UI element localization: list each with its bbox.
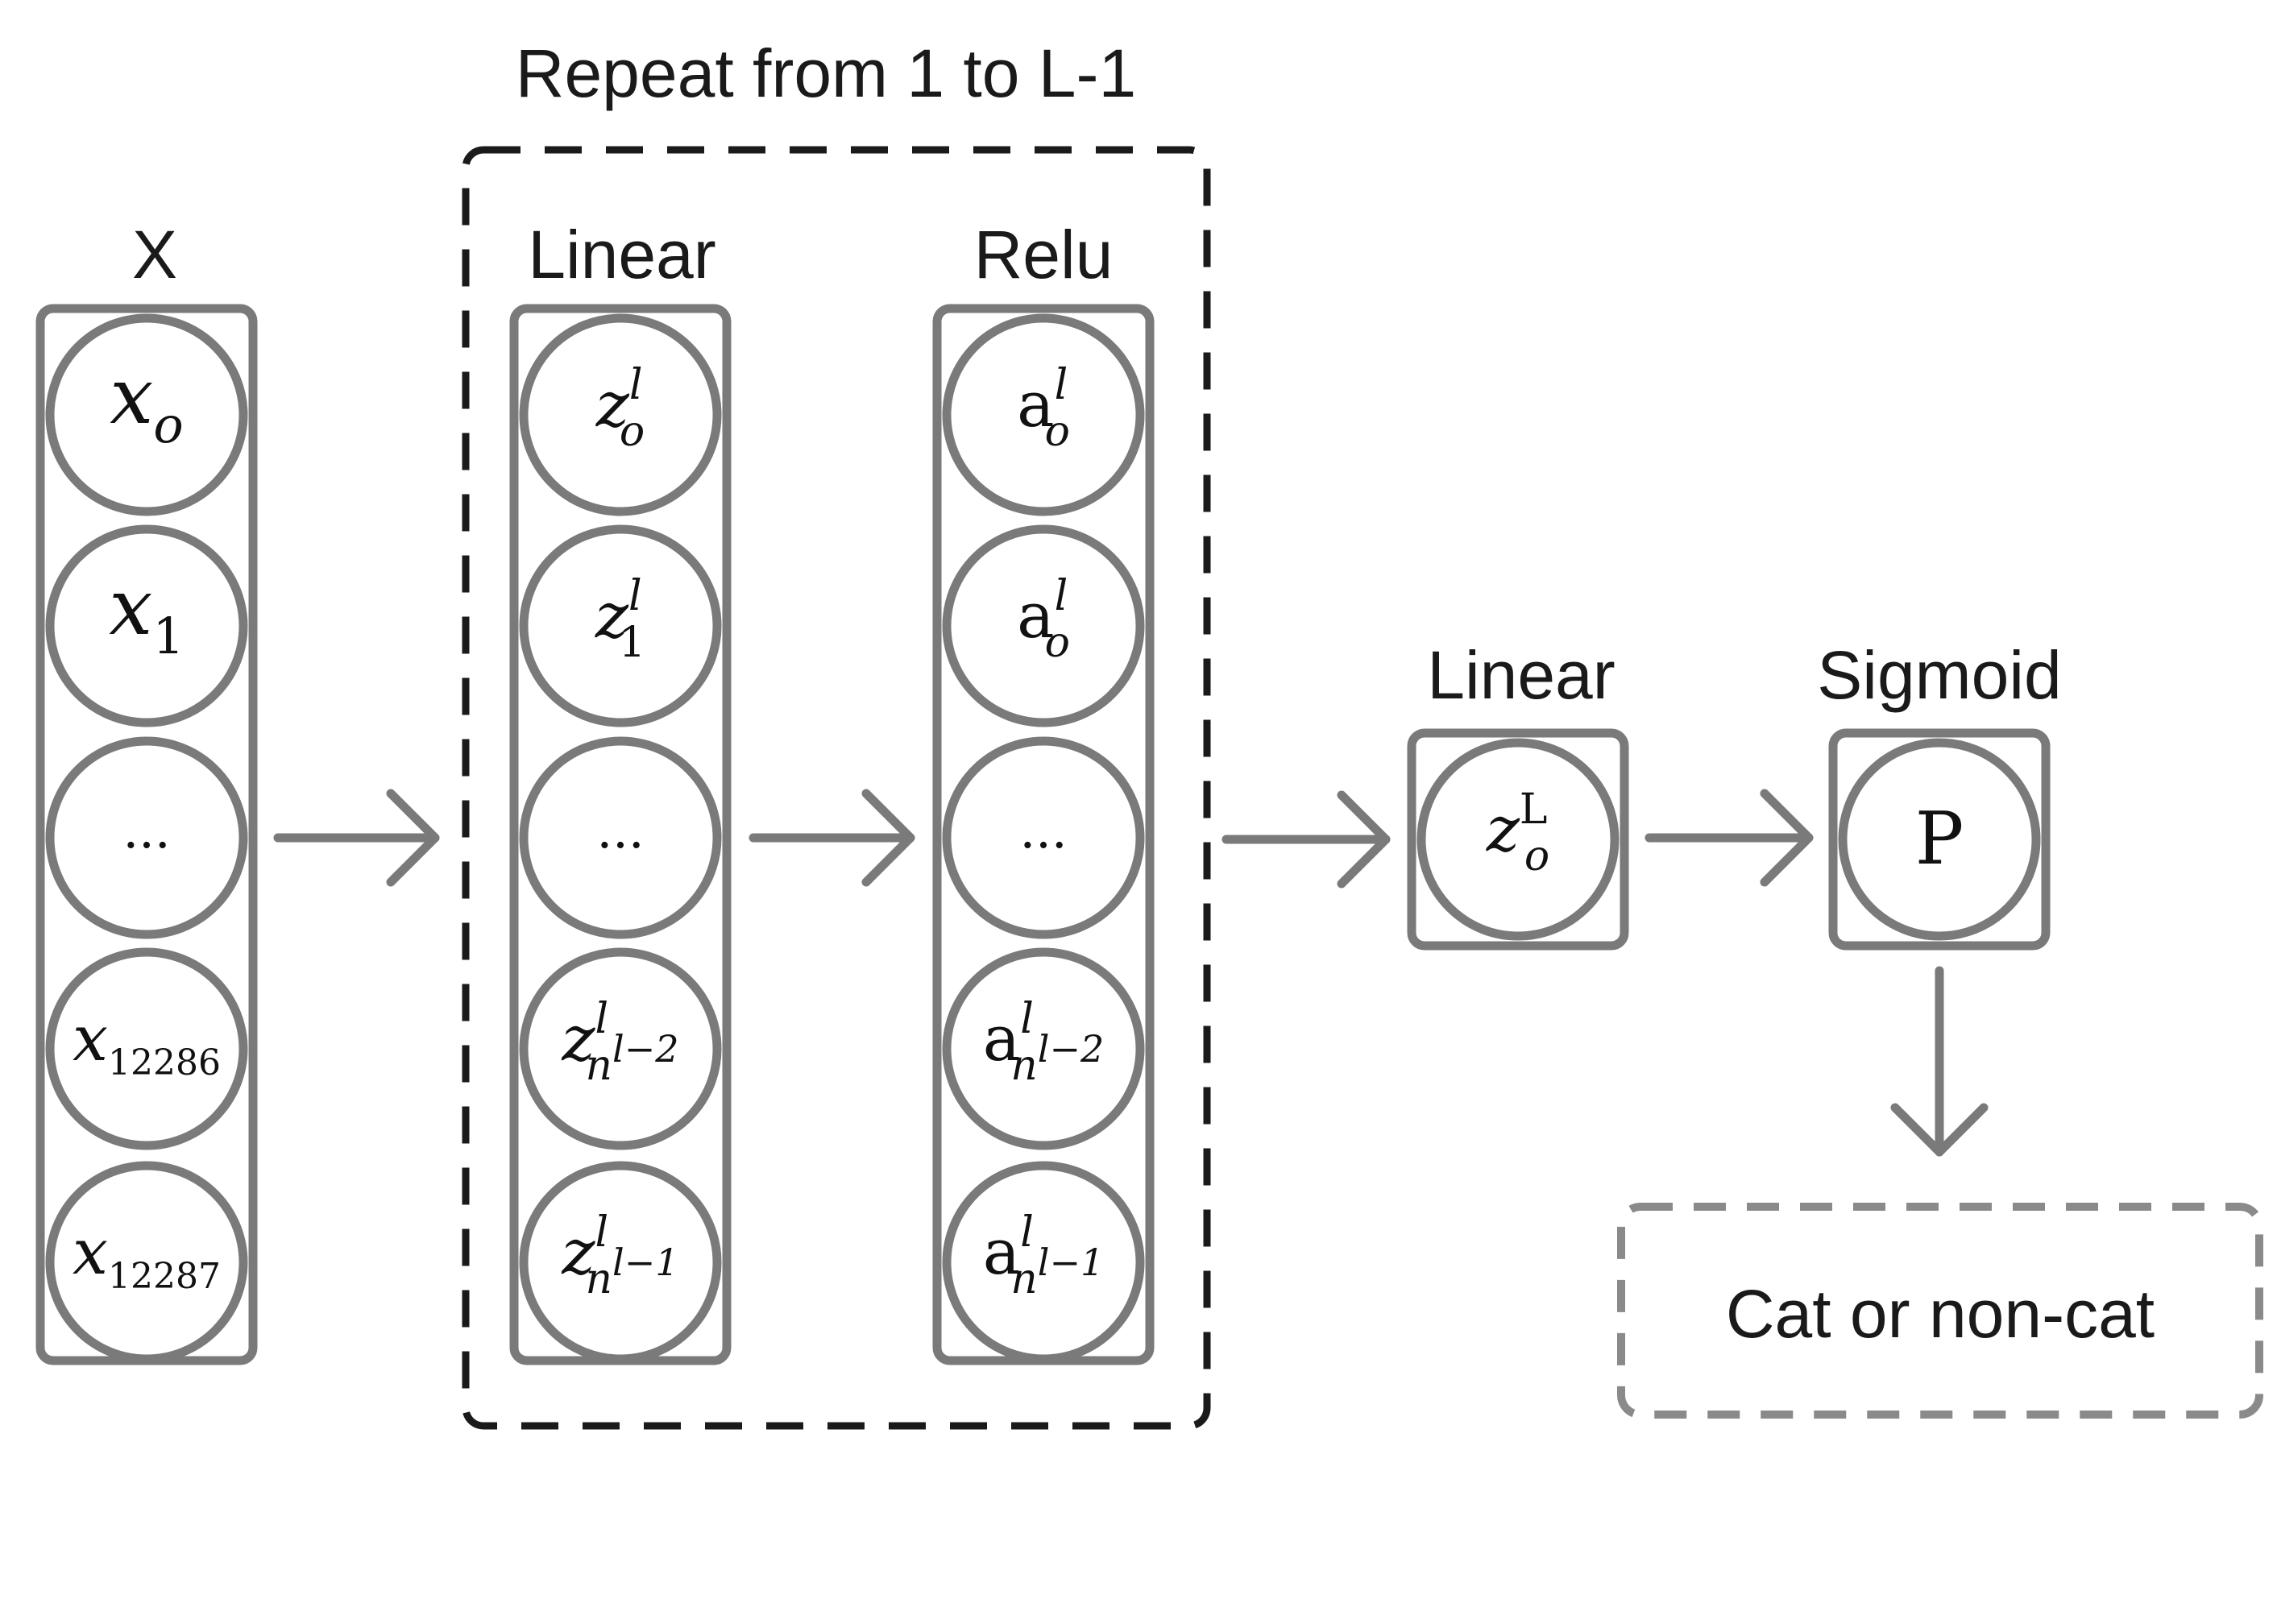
linear-header: Linear — [528, 217, 716, 292]
relu-node-circle-0 — [942, 313, 1145, 516]
relu-node-circle-2 — [942, 736, 1145, 939]
repeat-title: Repeat from 1 to L-1 — [516, 35, 1136, 111]
arrow-final-linear-to-sigmoid — [1644, 789, 1814, 887]
relu-node-circle-1 — [942, 524, 1145, 727]
relu-node-circle-4 — [942, 1161, 1145, 1364]
input-node-circle-2 — [45, 736, 248, 939]
arrow-relu-to-final-linear — [1221, 790, 1391, 889]
final-linear-node-circle — [1416, 738, 1620, 941]
linear-node-circle-1 — [519, 524, 722, 727]
input-node-label-3: x12286 — [73, 1003, 221, 1083]
input-node-circle-0 — [45, 313, 248, 516]
linear-node-circle-3 — [519, 947, 722, 1150]
linear-node-circle-4 — [519, 1161, 722, 1364]
arrow-sigmoid-to-output — [1890, 966, 1989, 1157]
final-linear-box — [1407, 728, 1629, 951]
output-dashed-box — [1617, 1203, 2263, 1419]
repeat-block-dashed-box — [462, 146, 1211, 1430]
arrow-linear-to-relu — [749, 789, 915, 887]
input-node-label-4: x12287 — [73, 1216, 221, 1297]
linear-node-circle-2 — [519, 736, 722, 939]
linear-node-label-2: ... — [596, 801, 644, 860]
input-header: X — [132, 217, 177, 292]
linear-node-circle-0 — [519, 313, 722, 516]
sigmoid-box — [1828, 728, 2051, 951]
relu-node-label-2: ... — [1019, 801, 1067, 860]
final-linear-header: Linear — [1427, 637, 1615, 713]
input-node-circle-4 — [45, 1161, 248, 1364]
input-node-label-1: x1 — [109, 562, 185, 665]
relu-node-circle-3 — [942, 947, 1145, 1150]
output-label: Cat or non-cat — [1726, 1276, 2155, 1352]
relu-header: Relu — [974, 217, 1114, 292]
arrow-input-to-linear — [273, 789, 440, 887]
input-node-label-0: xo — [110, 351, 183, 454]
sigmoid-header: Sigmoid — [1817, 637, 2061, 713]
input-node-circle-3 — [45, 947, 248, 1150]
input-node-circle-1 — [45, 524, 248, 727]
sigmoid-node-label: P — [1915, 797, 1964, 881]
sigmoid-node-circle — [1838, 738, 2041, 941]
input-node-label-2: ... — [122, 801, 170, 860]
